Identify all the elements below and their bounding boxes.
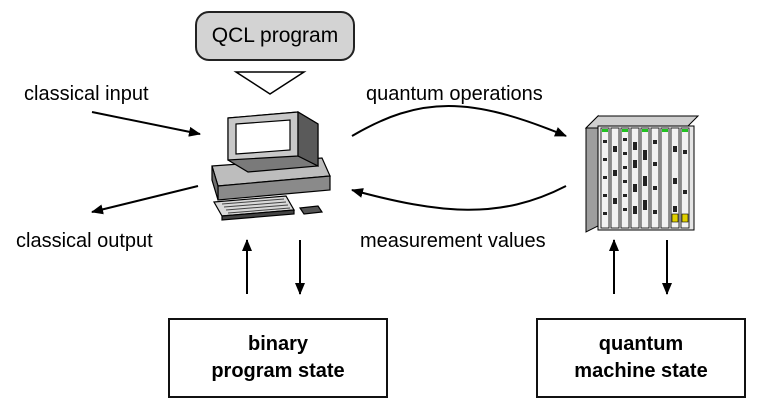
binary-state-line2: program state bbox=[211, 360, 345, 382]
measurement-values-label: measurement values bbox=[360, 230, 546, 252]
quantum-operations-arrow bbox=[351, 105, 567, 137]
classical-input-label: classical input bbox=[24, 83, 149, 105]
classical-output-label: classical output bbox=[16, 230, 153, 252]
quantum-operations-label: quantum operations bbox=[366, 83, 543, 105]
binary-state-line1: binary bbox=[247, 333, 309, 355]
qcl-program-label: QCL program bbox=[211, 24, 339, 47]
classical-output-arrow bbox=[91, 185, 199, 215]
quantum-state-line2: machine state bbox=[574, 360, 708, 382]
quantum-state-line1: quantum bbox=[598, 333, 684, 355]
measurement-values-arrow bbox=[351, 185, 567, 211]
keyboard-keys bbox=[221, 198, 291, 214]
binary-program-state-box: binary program state bbox=[168, 318, 388, 398]
quantum-machine-state-box: quantum machine state bbox=[536, 318, 746, 398]
qcl-program-box: QCL program bbox=[195, 11, 355, 61]
classical-input-arrow bbox=[91, 111, 201, 137]
computer-workstation-icon bbox=[211, 110, 331, 221]
program-funnel-triangle bbox=[233, 71, 307, 95]
quantum-hardware-rack-icon bbox=[584, 114, 700, 233]
